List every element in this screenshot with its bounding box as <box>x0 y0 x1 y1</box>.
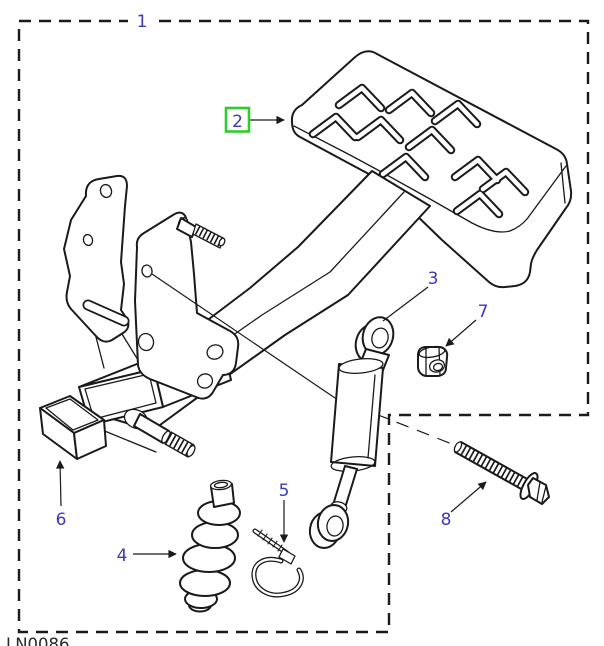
leader-line-6 <box>55 460 65 507</box>
label-gap <box>128 12 155 29</box>
diagram-code: LN0086 <box>6 635 70 646</box>
assembly-boundary <box>17 12 590 634</box>
callout-7[interactable]: 7 <box>445 302 489 347</box>
leader-line-8 <box>450 481 487 513</box>
pushrod <box>308 316 395 549</box>
callout-1[interactable]: 1 <box>137 12 148 32</box>
callout-6[interactable]: 6 <box>55 460 67 530</box>
callout-label-5: 5 <box>279 481 290 501</box>
callout-label-4: 4 <box>117 546 128 566</box>
callout-4[interactable]: 4 <box>117 546 177 566</box>
nut <box>417 345 449 377</box>
callout-2[interactable]: 2 <box>224 106 285 133</box>
callout-label-3: 3 <box>428 269 439 289</box>
callout-label-1: 1 <box>137 12 148 32</box>
bracket-stud <box>176 217 226 249</box>
pedal-pad <box>290 50 573 289</box>
bolt <box>453 441 550 505</box>
callout-label-2: 2 <box>232 112 243 132</box>
rubber-boot <box>179 479 241 613</box>
highlight-box <box>224 106 251 133</box>
leader-line-7 <box>445 319 477 347</box>
end-cap <box>39 395 107 460</box>
callout-label-8: 8 <box>441 510 452 530</box>
pivot-stud <box>123 408 196 458</box>
retaining-clip <box>251 528 304 598</box>
leader-line-3 <box>382 286 429 322</box>
callout-3[interactable]: 3 <box>382 269 439 322</box>
bolt-axis-line <box>151 273 453 445</box>
callout-8[interactable]: 8 <box>441 481 487 530</box>
callout-label-6: 6 <box>56 510 67 530</box>
pedal-tread-pattern <box>308 83 530 219</box>
callout-5[interactable]: 5 <box>279 481 290 543</box>
callout-label-7: 7 <box>478 302 489 322</box>
mounting-bracket <box>63 174 240 400</box>
